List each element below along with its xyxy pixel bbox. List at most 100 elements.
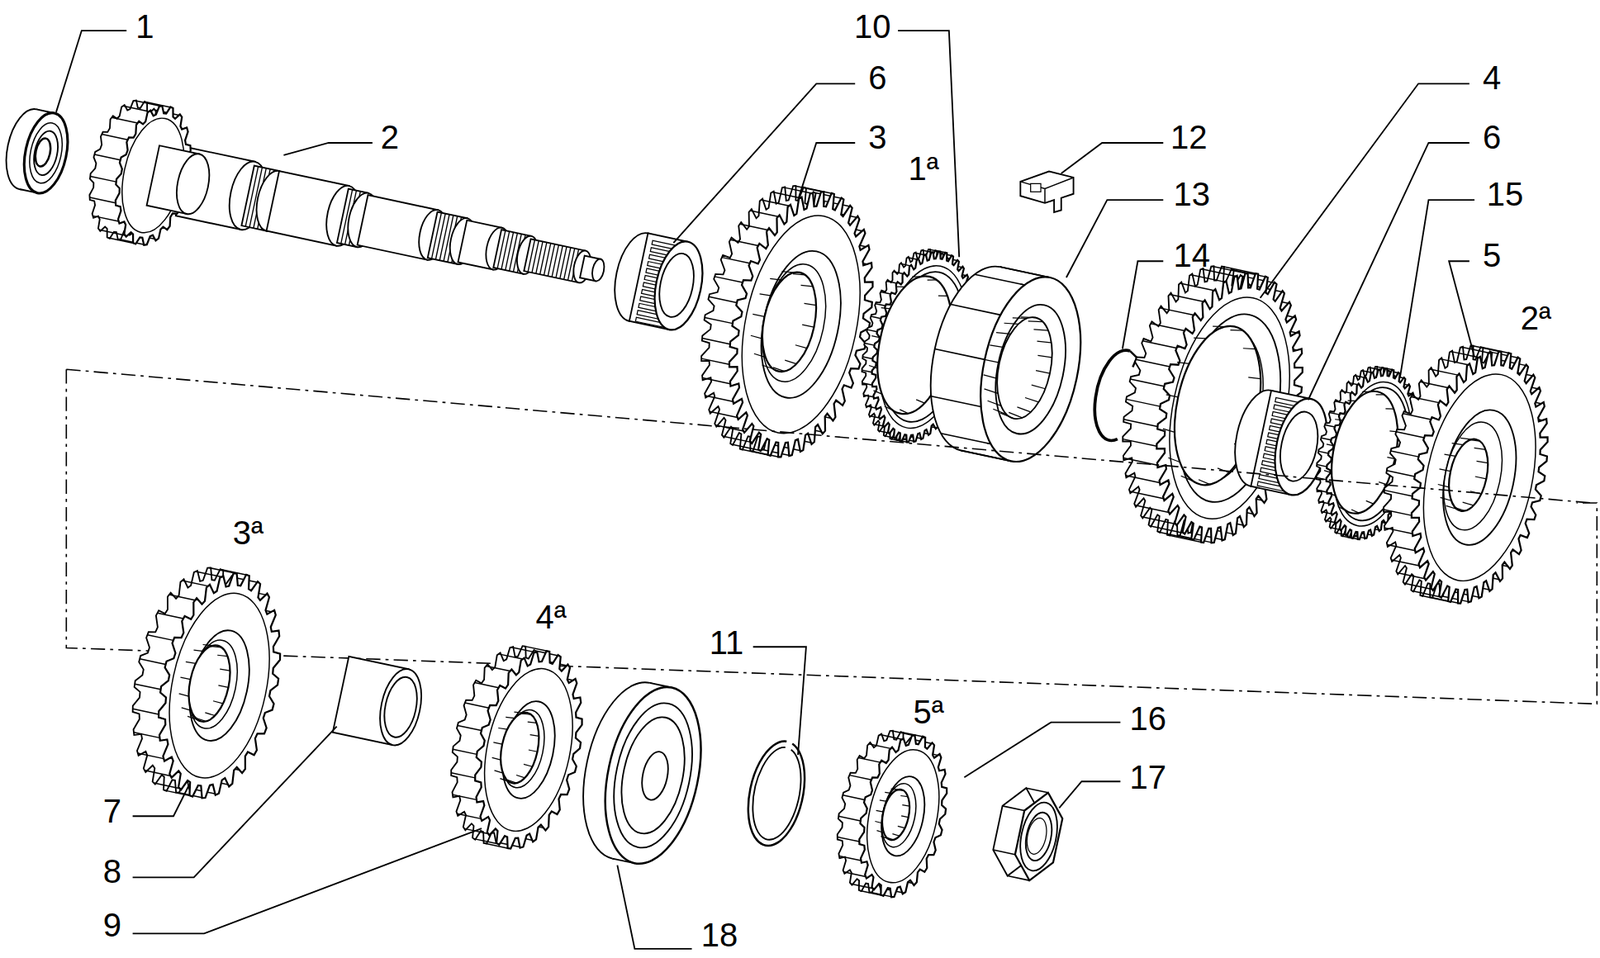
callout-number: 2ª <box>1520 301 1552 335</box>
bore-spline <box>530 734 540 737</box>
gear-face <box>139 562 300 810</box>
gear-rim <box>855 743 950 890</box>
tooth-edge <box>195 571 222 578</box>
spline-line <box>555 246 563 279</box>
bore-spline <box>187 716 198 720</box>
tooth-edge <box>864 394 874 398</box>
tooth-edge <box>486 665 511 671</box>
bore-spline <box>902 804 910 807</box>
callout-number: 5 <box>1482 238 1501 272</box>
bore-spline <box>194 649 205 653</box>
bore-spline <box>179 693 190 697</box>
tooth-edge <box>1318 451 1329 454</box>
spline-line <box>531 241 539 274</box>
cage-bore <box>1274 408 1325 485</box>
bore-spline <box>897 826 906 828</box>
key-window <box>1030 183 1041 192</box>
leader-line <box>1058 781 1121 808</box>
bore-spline <box>1385 407 1394 411</box>
bore-spline <box>1020 314 1036 321</box>
leader-line <box>963 722 1121 779</box>
leader-lines <box>56 30 1475 950</box>
leader-line <box>132 828 482 934</box>
gear-hub-inner <box>181 636 245 734</box>
tooth-edge <box>498 654 523 660</box>
tooth-edge <box>862 383 873 386</box>
tooth-edge <box>859 891 883 897</box>
leader-line <box>797 142 855 200</box>
tooth-edge <box>722 436 751 442</box>
bore-spline <box>1028 318 1044 325</box>
synchro-hub <box>915 256 1097 471</box>
bore-spline <box>1180 475 1193 481</box>
bore-spline <box>523 764 533 767</box>
tooth-edge <box>701 358 730 365</box>
callout-number: 3ª <box>232 516 264 550</box>
bore-spline <box>1035 370 1050 375</box>
tooth-edge <box>704 317 733 323</box>
callout-number: 7 <box>103 794 122 828</box>
leader-line <box>1308 142 1470 400</box>
bore-spline <box>499 778 509 783</box>
bore-spline <box>493 742 503 745</box>
bore-spline <box>876 830 884 834</box>
bore-spline <box>1468 438 1481 442</box>
gear-bore <box>182 641 237 727</box>
tooth-edge <box>1440 359 1469 366</box>
bore-spline <box>871 336 881 338</box>
tooth-edge <box>1419 381 1449 388</box>
bore-spline <box>772 367 785 372</box>
tooth-edge <box>1321 512 1332 515</box>
synchro-key <box>1020 171 1073 213</box>
callout-number: 16 <box>1129 702 1167 736</box>
nut-edge <box>1002 806 1026 812</box>
bore-spline <box>1334 418 1344 422</box>
tooth-edge <box>869 415 880 418</box>
gear-hub <box>1431 403 1528 552</box>
bore-spline <box>211 645 222 649</box>
gear-face <box>845 727 961 906</box>
gear-hub <box>749 243 854 406</box>
shaft-stub <box>147 145 215 218</box>
bore-spline <box>759 293 772 297</box>
spline-line <box>527 239 535 272</box>
needle-bearing <box>607 228 710 335</box>
bearing-bore <box>33 137 53 168</box>
bore-spline <box>213 701 224 704</box>
nut-edge <box>992 849 1016 855</box>
bore-spline <box>1439 469 1452 472</box>
bore-spline <box>896 789 904 793</box>
spring-ring <box>1087 346 1136 442</box>
tooth-edge <box>1125 475 1160 484</box>
tooth-edge <box>858 757 881 763</box>
leader-line <box>132 726 338 879</box>
tooth-edge <box>1191 275 1225 283</box>
bore-spline <box>1378 482 1387 485</box>
tooth-edge <box>907 257 918 261</box>
sleeve-end <box>373 664 428 750</box>
tooth-edge <box>108 237 134 244</box>
bore-spline <box>1166 394 1179 398</box>
callout-number: 1ª <box>907 151 939 186</box>
callout-number: 5ª <box>913 695 945 729</box>
bore-spline <box>1248 376 1261 380</box>
tooth-edge <box>132 708 159 715</box>
bore-spline <box>1324 470 1333 474</box>
hub-inner <box>984 298 1077 441</box>
bore-spline <box>1167 457 1181 462</box>
tooth-edge <box>893 271 904 275</box>
bore-spline <box>1362 389 1371 394</box>
hub-slot <box>930 396 981 408</box>
tooth-edge <box>94 154 120 161</box>
leader-line <box>1260 83 1470 298</box>
tooth-edge <box>144 770 171 777</box>
gear <box>1100 252 1325 557</box>
bore-spline <box>985 360 1000 364</box>
tooth-edge <box>1149 526 1184 534</box>
hub-slot <box>940 433 991 445</box>
bore-spline <box>1438 484 1450 487</box>
callout-number: 11 <box>709 626 745 660</box>
leader-line <box>897 30 960 257</box>
bore-spline <box>218 685 228 689</box>
